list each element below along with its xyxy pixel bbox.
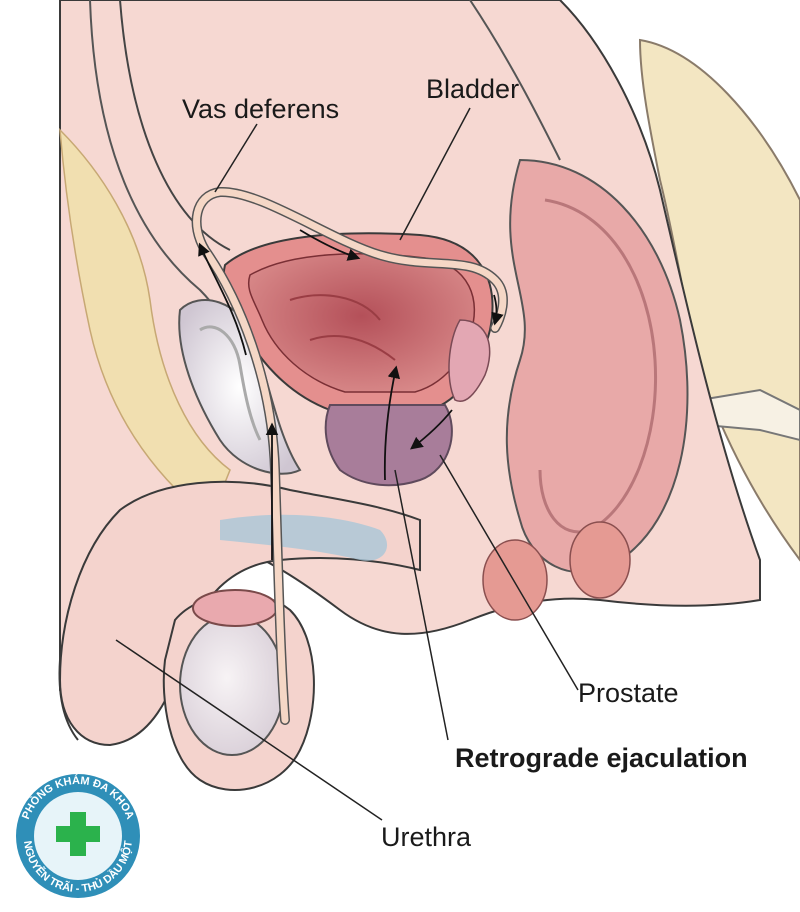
prostate	[324, 404, 453, 487]
label-retrograde-ejaculation: Retrograde ejaculation	[455, 743, 748, 773]
testis	[179, 614, 285, 756]
arrow-up-upper	[198, 242, 247, 356]
clinic-logo: PHÒNG KHÁM ĐA KHOA NGUYỄN TRÃI - THỦ DẦU…	[16, 774, 140, 898]
label-vas-deferens: Vas deferens	[182, 94, 339, 124]
arrow-down-vesicle	[491, 294, 504, 326]
label-bladder: Bladder	[426, 74, 519, 104]
sphincter	[482, 521, 631, 621]
arrow-retrograde	[383, 365, 401, 481]
urethral-bulb	[220, 514, 388, 561]
leader-lines	[115, 107, 579, 821]
rectum	[505, 158, 689, 574]
label-prostate: Prostate	[578, 678, 679, 708]
medical-cross-icon	[56, 812, 100, 856]
label-urethra: Urethra	[381, 822, 472, 852]
scrotum	[162, 589, 315, 791]
arrow-right-top	[299, 229, 361, 261]
bladder	[222, 232, 494, 411]
flow-arrows	[198, 229, 504, 560]
seminal-vesicle	[448, 319, 491, 402]
epididymis	[192, 589, 278, 627]
arrow-into-prostate	[410, 409, 453, 450]
vas-deferens-duct	[191, 186, 508, 725]
